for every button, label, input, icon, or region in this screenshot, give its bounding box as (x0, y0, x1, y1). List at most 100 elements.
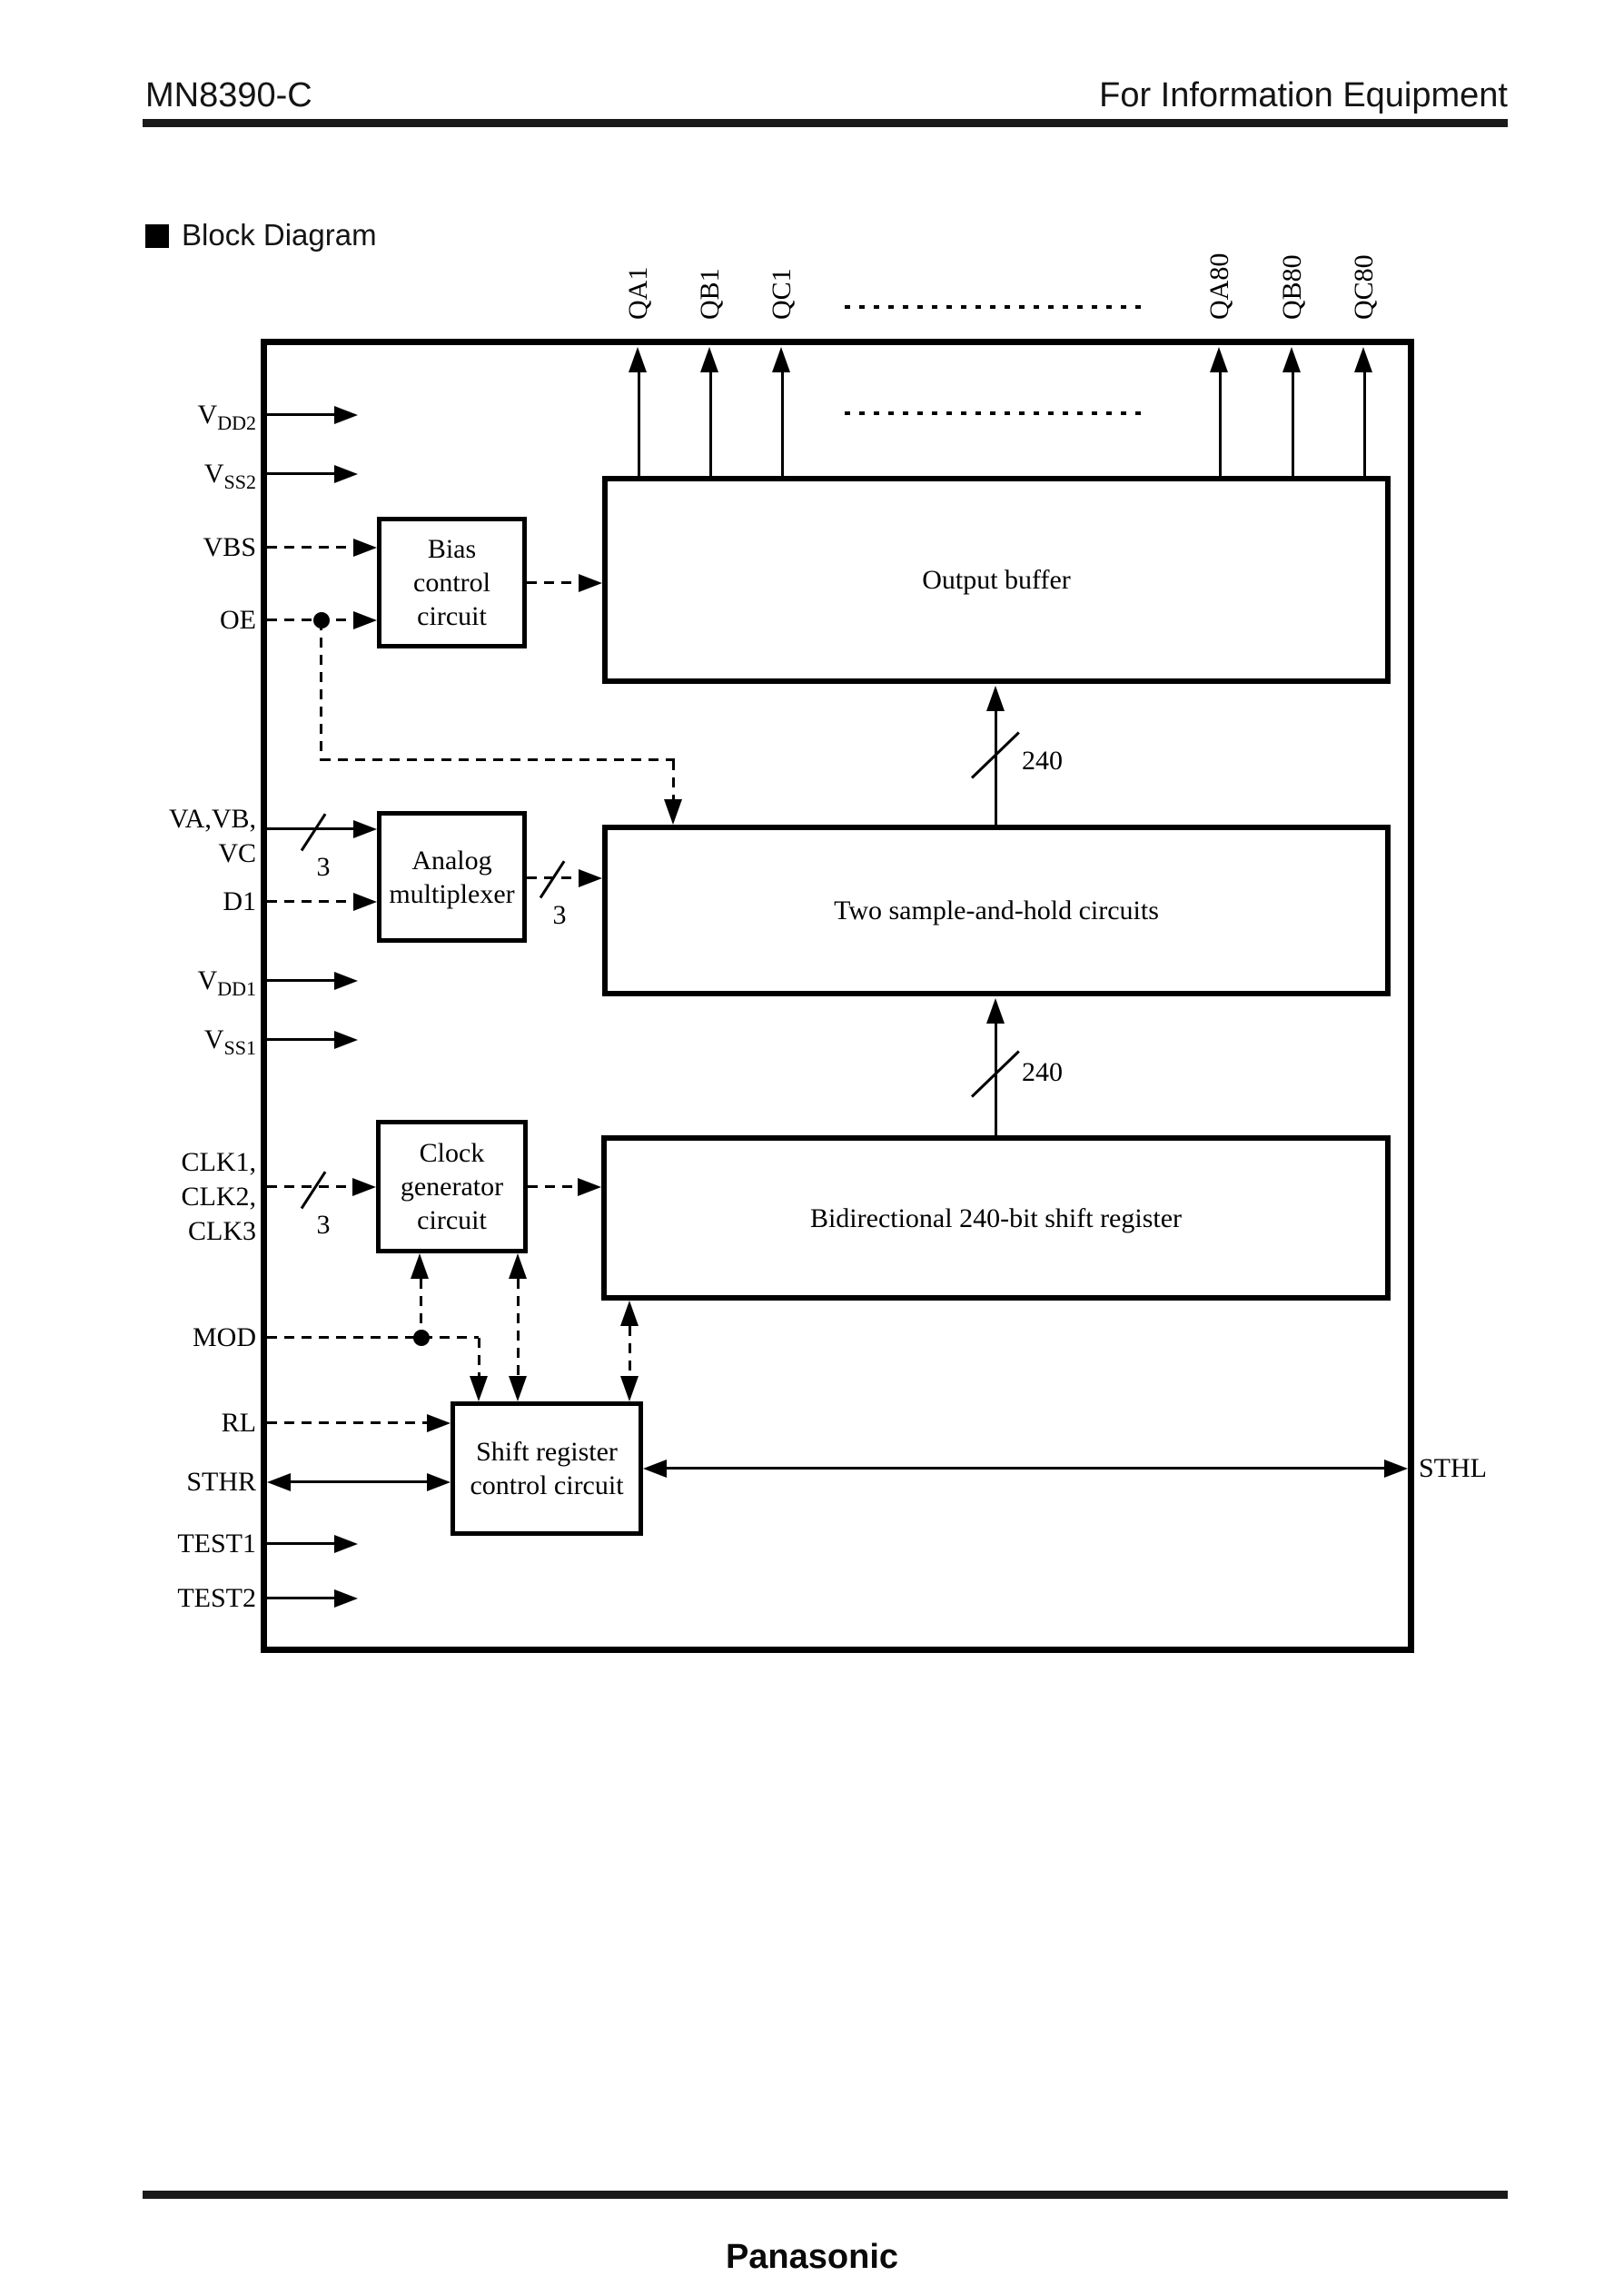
arrowhead-clock-control-down (509, 1376, 527, 1401)
pin-label-test2: TEST2 (177, 1583, 256, 1613)
wire-oe-branch-drop (672, 760, 675, 800)
block-shift-register: Bidirectional 240-bit shift register (601, 1135, 1391, 1301)
wire-qc1 (781, 372, 784, 476)
wire-qb80 (1292, 372, 1294, 476)
arrowhead-qa1 (629, 347, 647, 372)
arrowhead-d1 (353, 893, 377, 911)
arrowhead-qc1 (772, 347, 790, 372)
wire-d1 (267, 900, 353, 903)
output-label-qb1: QB1 (695, 268, 725, 320)
output-ellipsis-inner (845, 411, 1146, 415)
wire-oe (267, 619, 353, 621)
wire-vss1 (267, 1038, 334, 1041)
block-control-label-line1: Shift register (476, 1437, 618, 1467)
block-analog-multiplexer: Analog multiplexer (377, 811, 527, 943)
arrowhead-sthl-right (1384, 1460, 1408, 1478)
block-shift-register-control: Shift register control circuit (451, 1401, 643, 1536)
wire-qc80 (1363, 372, 1366, 476)
arrowhead-rl (427, 1414, 451, 1432)
wire-oe-branch-down (320, 620, 322, 761)
arrowhead-vdd1 (334, 972, 358, 990)
wire-clock-to-sr (528, 1185, 578, 1188)
wire-clock-control (517, 1279, 520, 1376)
arrowhead-qb80 (1282, 347, 1301, 372)
arrowhead-qa80 (1210, 347, 1228, 372)
pin-label-clk: CLK1,CLK2,CLK3 (181, 1147, 257, 1246)
arrowhead-sthl-left (643, 1460, 667, 1478)
pin-label-sthl: STHL (1419, 1453, 1487, 1483)
output-label-qc80: QC80 (1349, 254, 1379, 320)
output-label-qb80: QB80 (1277, 254, 1307, 320)
pin-label-vdd1: VDD1 (197, 965, 256, 1000)
wire-mod-to-control (478, 1338, 480, 1376)
block-bias-control: Bias control circuit (377, 517, 527, 648)
arrowhead-vbs (353, 539, 377, 557)
wire-qb1 (709, 372, 712, 476)
pin-label-vss2: VSS2 (203, 459, 256, 493)
output-label-qa1: QA1 (623, 266, 653, 320)
wire-test2 (267, 1597, 334, 1599)
pin-label-d1: D1 (223, 886, 256, 916)
arrowhead-mux-to-sh (579, 869, 602, 887)
pin-label-sthr: STHR (186, 1467, 256, 1497)
block-clock-label-line3: circuit (417, 1205, 487, 1235)
block-clock-label-line2: generator (400, 1172, 504, 1202)
bus-width-240-bottom: 240 (1022, 1057, 1063, 1087)
pin-label-vbs: VBS (203, 532, 256, 562)
arrowhead-vdd2 (334, 406, 358, 424)
block-output-buffer: Output buffer (602, 476, 1391, 684)
wire-vss2 (267, 472, 334, 475)
bus-240-top (995, 711, 997, 825)
block-mux-label-line2: multiplexer (389, 878, 515, 909)
bus-width-clk: 3 (316, 1210, 331, 1240)
arrowhead-clock-to-sr (578, 1178, 601, 1196)
arrowhead-sthr-left (267, 1473, 291, 1491)
output-ellipsis-outer (845, 305, 1146, 309)
section-marker-icon (145, 224, 169, 248)
arrowhead-oe (353, 611, 377, 629)
block-control-label-line2: control circuit (470, 1470, 624, 1500)
part-number: MN8390-C (145, 76, 312, 114)
wire-vdd2 (267, 413, 334, 416)
pin-label-rl: RL (221, 1408, 256, 1438)
arrowhead-sr-control-down (620, 1376, 639, 1401)
bus-width-240-top: 240 (1022, 746, 1063, 776)
arrowhead-test2 (334, 1589, 358, 1608)
pin-label-mod: MOD (192, 1322, 256, 1352)
wire-qa80 (1219, 372, 1222, 476)
block-sample-hold: Two sample-and-hold circuits (602, 825, 1391, 996)
arrowhead-va-vb-vc (353, 820, 377, 838)
bus-width-va: 3 (316, 852, 331, 882)
chip-boundary (261, 339, 1414, 1653)
arrowhead-qb1 (700, 347, 718, 372)
arrowhead-qc80 (1354, 347, 1372, 372)
arrowhead-clock-control-up (509, 1253, 527, 1279)
wire-clk (267, 1185, 352, 1188)
wire-mod-to-clock (420, 1279, 422, 1338)
arrowhead-vss1 (334, 1031, 358, 1049)
block-shift-register-label: Bidirectional 240-bit shift register (809, 1202, 1183, 1233)
junction-mod (413, 1330, 430, 1346)
wire-vdd1 (267, 979, 334, 982)
arrowhead-vss2 (334, 465, 358, 483)
wire-sthr (289, 1480, 429, 1483)
pin-label-vdd2: VDD2 (197, 400, 256, 434)
block-sample-hold-label: Two sample-and-hold circuits (834, 896, 1159, 925)
output-label-qc1: QC1 (767, 268, 797, 320)
wire-test1 (267, 1542, 334, 1545)
block-clock-generator: Clock generator circuit (376, 1120, 528, 1253)
arrowhead-mod-to-control (470, 1376, 488, 1401)
arrowhead-sr-control-up (620, 1301, 639, 1326)
pin-label-test1: TEST1 (177, 1529, 256, 1559)
block-clock-label-line1: Clock (419, 1138, 485, 1168)
arrowhead-bias-to-buffer (579, 574, 602, 592)
pin-label-va-vb-vc: VA,VB,VC (168, 804, 256, 868)
wire-mod (267, 1336, 479, 1339)
wire-sthl (665, 1467, 1386, 1470)
wire-bias-to-buffer (527, 581, 579, 584)
arrowhead-sthr-right (427, 1473, 451, 1491)
arrowhead-240-top (986, 686, 1005, 711)
pin-label-oe: OE (220, 605, 256, 635)
arrowhead-240-bottom (986, 998, 1005, 1024)
